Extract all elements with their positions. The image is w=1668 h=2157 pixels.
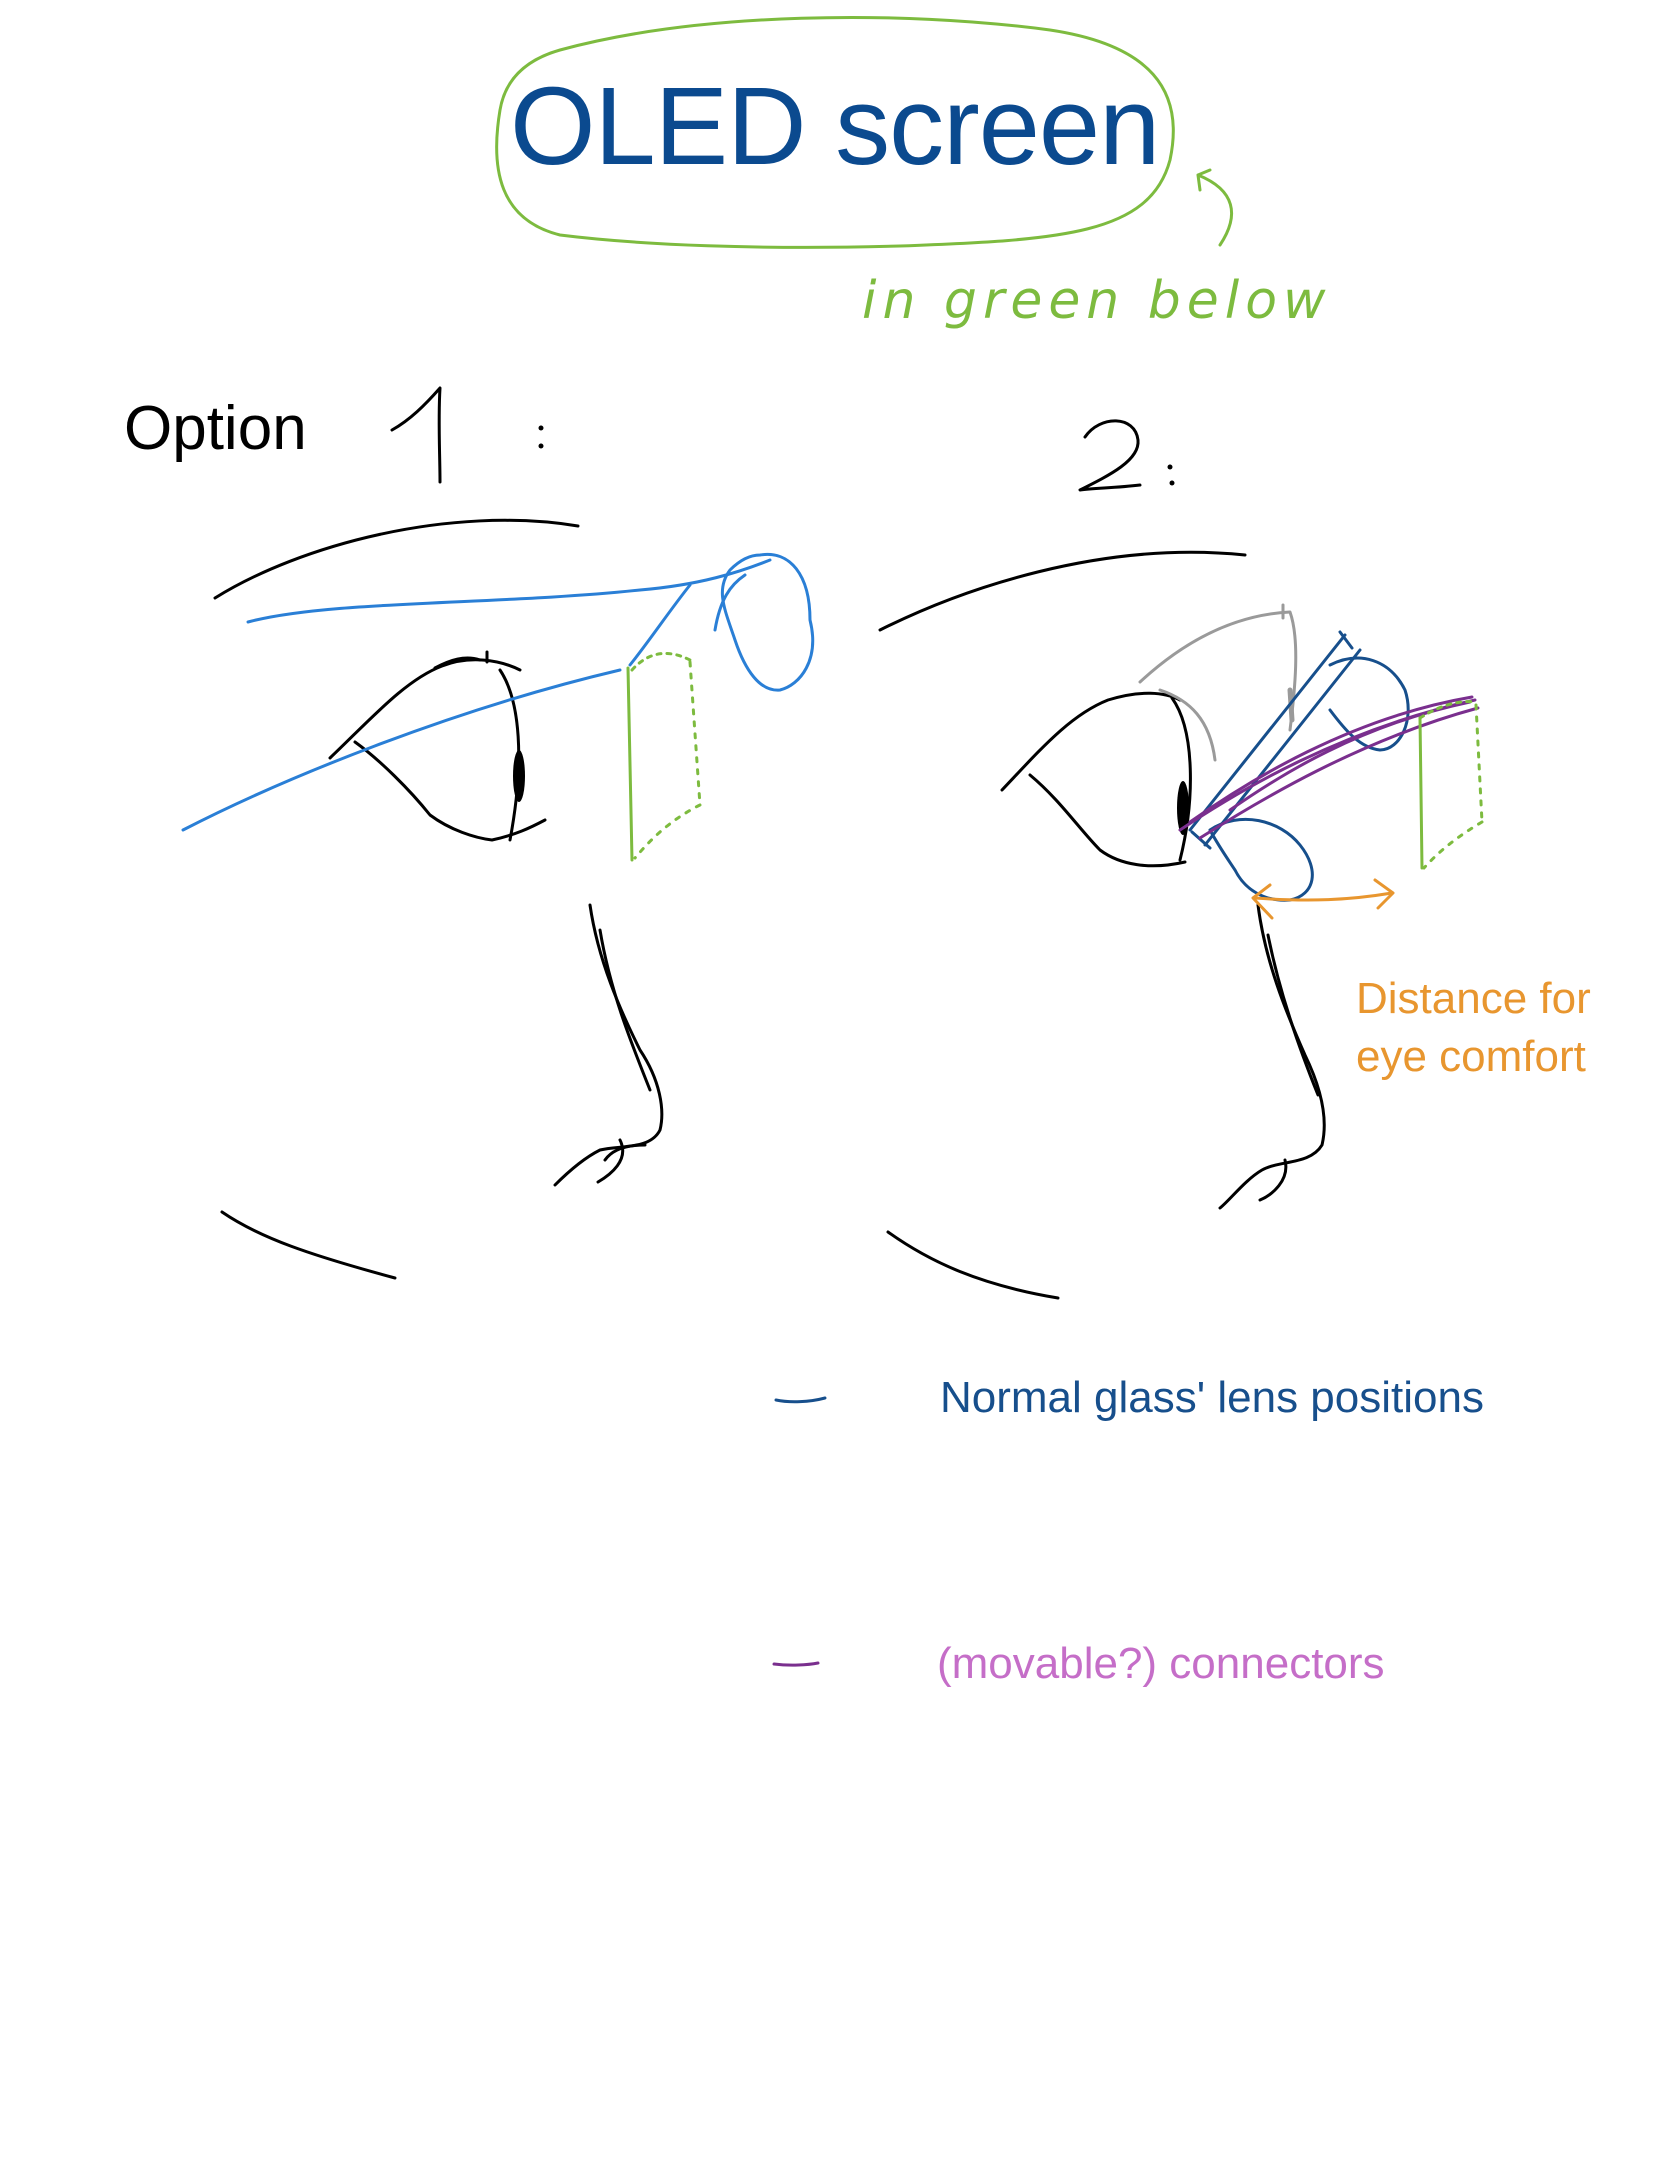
option-2-nose bbox=[1218, 903, 1326, 1210]
option-2-face bbox=[878, 550, 1326, 1300]
legend-lens-label: Normal glass' lens positions bbox=[940, 1373, 1484, 1422]
option-1-lens bbox=[720, 552, 815, 692]
title-outline bbox=[495, 15, 1175, 249]
option-label: Option bbox=[124, 394, 307, 463]
page-title: OLED screen bbox=[510, 65, 1160, 188]
option-1-glasses-frame bbox=[181, 552, 815, 832]
option-2-brow bbox=[878, 550, 1247, 632]
option-2-distance-arrow bbox=[1251, 878, 1395, 920]
option-2-eye-curve bbox=[1170, 696, 1192, 862]
option-1-chin bbox=[220, 1210, 397, 1280]
option-2-old-frame-sketch bbox=[1138, 603, 1298, 762]
distance-note-line1: Distance for bbox=[1356, 974, 1591, 1023]
option-2-eyelid bbox=[1000, 691, 1182, 792]
option-1-face bbox=[213, 518, 664, 1280]
legend-connector-swatch bbox=[772, 1661, 820, 1667]
legend-connector-label: (movable?) connectors bbox=[937, 1639, 1385, 1688]
option-1-oled-screen bbox=[626, 651, 702, 862]
option-1-temple bbox=[181, 668, 622, 832]
title-note: in green below bbox=[862, 271, 1332, 331]
option-2-oled-screen bbox=[1418, 700, 1484, 870]
option-2-chin bbox=[886, 1230, 1060, 1300]
option-2-pupil bbox=[1177, 781, 1189, 835]
option-number-1 bbox=[390, 386, 442, 484]
option-number-2 bbox=[1078, 419, 1142, 492]
legend-lens-swatch bbox=[774, 1396, 827, 1404]
title-note-arrow bbox=[1196, 168, 1234, 247]
option-1-brow bbox=[213, 518, 580, 600]
option-2-connectors bbox=[1178, 695, 1480, 840]
option-1-nose bbox=[553, 903, 664, 1187]
option-number-2-colon bbox=[1167, 464, 1175, 486]
option-1-eye-curve bbox=[498, 668, 521, 842]
option-number-1-colon bbox=[538, 425, 544, 449]
distance-note-line2: eye comfort bbox=[1356, 1032, 1586, 1082]
option-1-frame-top bbox=[246, 558, 772, 624]
distance-note: Distance for eye comfort bbox=[1356, 970, 1591, 1086]
option-1-pupil bbox=[513, 750, 525, 802]
